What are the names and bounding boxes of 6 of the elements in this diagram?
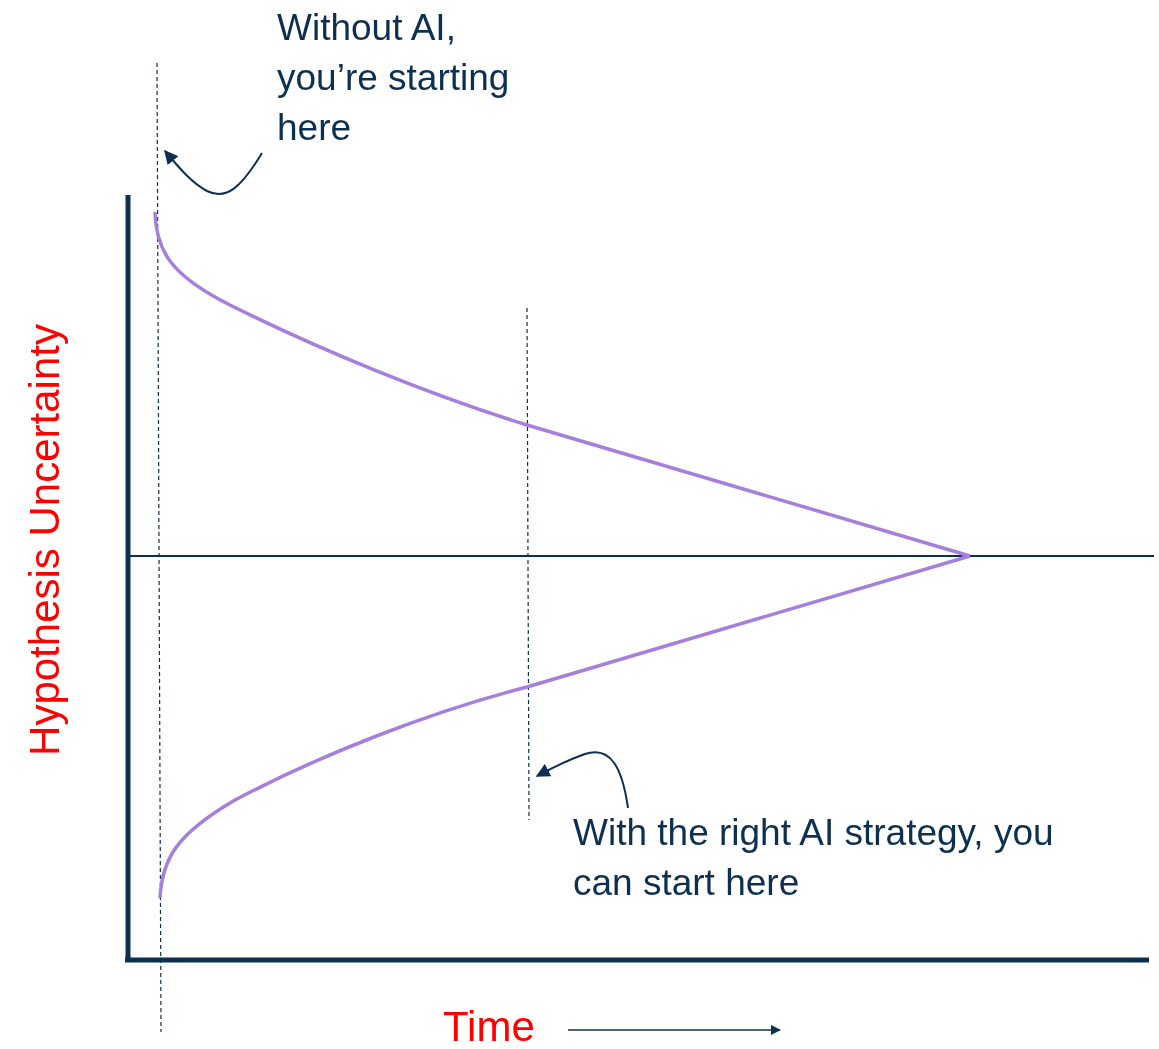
annotation-text: Without AI, you’re starting here (277, 3, 542, 153)
axis-title: Hypothesis Uncertainty (21, 324, 69, 756)
leader-arrow (164, 149, 263, 195)
leader-arrow (535, 751, 629, 809)
annotation-text: With the right AI strategy, you can start here (573, 808, 1073, 908)
axis-title: Time (443, 1003, 535, 1049)
